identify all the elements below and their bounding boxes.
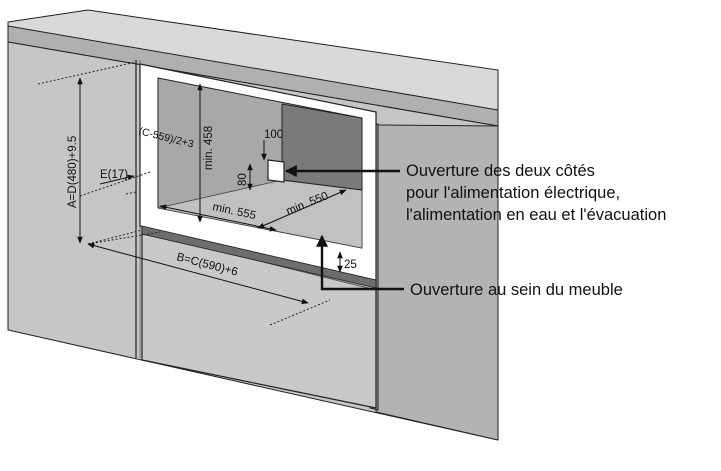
opening-width-label: 100: [264, 129, 283, 141]
dimension-e-label: E(17): [100, 169, 128, 181]
gap-label: 25: [344, 259, 357, 271]
extension-lines: [37, 61, 331, 326]
niche-right-wall: [281, 103, 363, 191]
dimension-a-label: A=D(480)+9.5: [67, 136, 79, 208]
opening-height-label: 80: [237, 173, 249, 186]
side-opening-callout-line-3: l'alimentation en eau et l'évacuation: [406, 206, 666, 224]
min-width-line: [159, 204, 277, 232]
cabinet-opening-callout: Ouverture au sein du meuble: [410, 281, 623, 299]
side-opening-callout-line-1: Ouverture des deux côtés: [406, 162, 595, 180]
side-opening-callout-line-2: pour l'alimentation électrique,: [406, 184, 620, 202]
dimension-b-line: [87, 242, 309, 305]
min-height-label: min. 458: [203, 126, 215, 170]
cabinet-opening-callout-arrow: [316, 234, 404, 291]
min-depth-line: [257, 189, 347, 229]
side-opening-rectangle: [267, 159, 285, 183]
dimension-e-line: [99, 174, 135, 185]
